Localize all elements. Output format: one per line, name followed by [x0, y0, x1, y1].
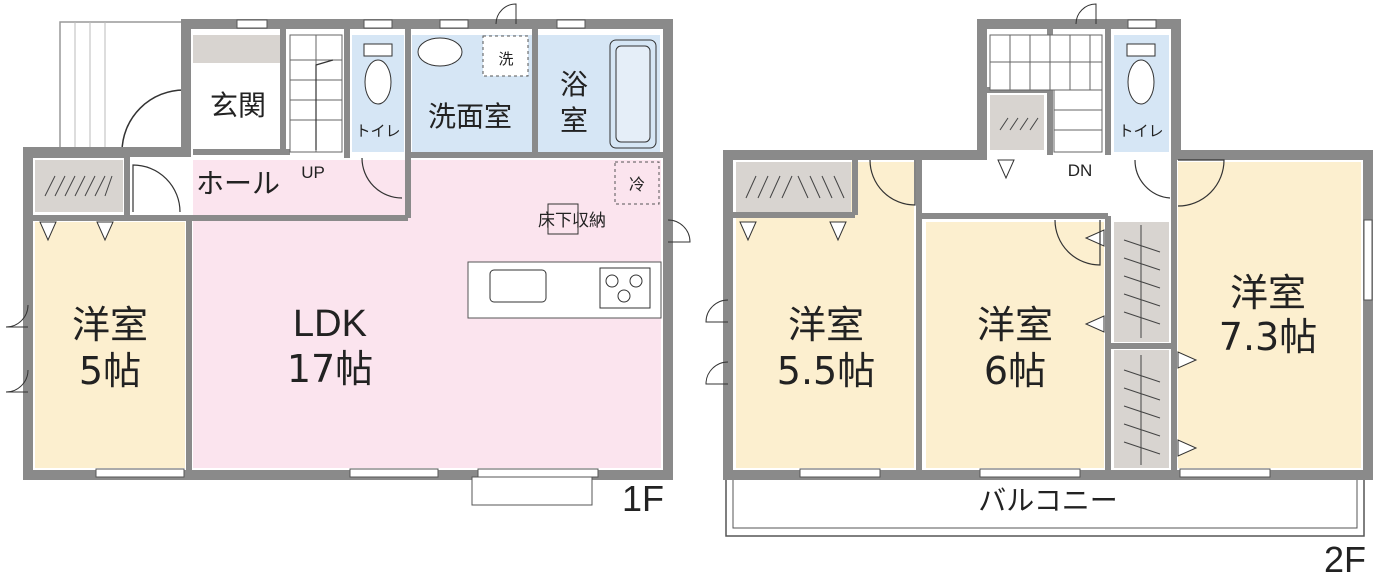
stairs-1f — [289, 34, 343, 153]
windows-2f — [799, 19, 1373, 478]
label-underfloor-storage: 床下収納 — [538, 211, 606, 231]
underfloor-hatch — [547, 203, 579, 235]
label-balcony: バルコニー — [978, 484, 1117, 517]
fridge-space — [614, 161, 660, 205]
porch — [59, 21, 189, 153]
label-toilet-1f: トイレ — [355, 122, 400, 140]
stairs-2f — [989, 34, 1103, 153]
washbasin — [417, 35, 529, 77]
western-room-6-area — [926, 222, 1104, 468]
floor-2 — [705, 3, 1373, 537]
label-western-6-size: 6帖 — [984, 349, 1046, 393]
label-fridge: 冷 — [629, 175, 645, 194]
label-western-6-name: 洋室 — [977, 303, 1053, 347]
closet-2f-a — [736, 162, 851, 212]
washer-space — [482, 35, 529, 77]
storage-2f — [990, 95, 1044, 150]
label-ldk-size: 17帖 — [287, 347, 373, 391]
floor-1 — [5, 3, 691, 506]
label-dn: DN — [1068, 161, 1093, 180]
closet-door-swing-1f — [132, 164, 181, 213]
label-floor-1f: 1F — [622, 478, 664, 519]
label-genkan: 玄関 — [210, 89, 266, 122]
exterior-walls-1f — [23, 19, 673, 480]
label-western-5-size: 5帖 — [79, 349, 141, 393]
label-western-55-name: 洋室 — [788, 303, 864, 347]
toilet-1f-fixture — [363, 43, 393, 105]
label-hall: ホール — [196, 167, 280, 200]
label-washroom: 洗面室 — [428, 100, 512, 133]
label-bath-2: 室 — [560, 104, 588, 137]
label-up: UP — [301, 163, 325, 182]
toilet-2f-fixture — [1126, 43, 1156, 105]
label-western-73-size: 7.3帖 — [1219, 315, 1317, 359]
exterior-walls-2f — [723, 19, 1373, 480]
label-western-55-size: 5.5帖 — [777, 349, 875, 393]
shoe-storage — [193, 35, 283, 63]
toilet-door-swing-1f — [361, 157, 403, 199]
label-bath-1: 浴 — [560, 68, 588, 101]
label-washer: 洗 — [498, 50, 513, 68]
label-western-73-name: 洋室 — [1230, 271, 1306, 315]
bathtub — [609, 39, 657, 149]
entry-door-swing — [121, 89, 185, 153]
label-western-5-name: 洋室 — [72, 303, 148, 347]
balcony — [725, 475, 1365, 537]
closet-hangers-1f — [44, 175, 113, 197]
label-toilet-2f: トイレ — [1118, 122, 1163, 140]
label-floor-2f: 2F — [1324, 539, 1366, 580]
windows-1f — [95, 19, 599, 506]
closet-hangers-2f — [745, 117, 1161, 465]
western-room-5-area — [35, 222, 185, 468]
label-ldk-name: LDK — [293, 303, 367, 345]
closet-1f — [35, 160, 123, 212]
western-room-73-area — [1178, 162, 1361, 468]
kitchen-counter — [467, 261, 662, 319]
